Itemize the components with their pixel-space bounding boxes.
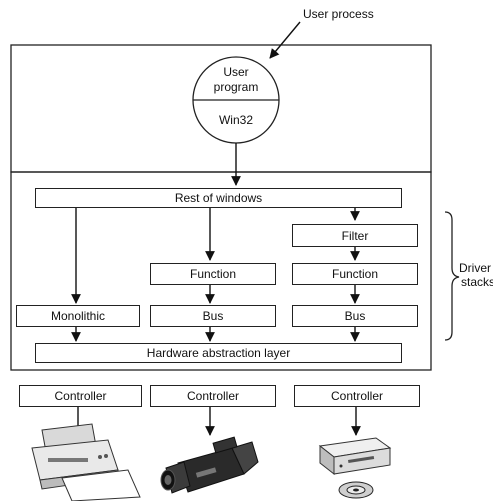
rest-of-windows-label: Rest of windows xyxy=(174,191,263,205)
function-mid-label: Function xyxy=(189,267,237,281)
rest-of-windows-box: Rest of windows xyxy=(35,188,402,208)
controller-left-box: Controller xyxy=(19,385,142,407)
hardware-abstraction-layer-box: Hardware abstraction layer xyxy=(35,343,402,363)
monolithic-box: Monolithic xyxy=(16,305,140,327)
filter-box: Filter xyxy=(292,224,418,247)
driver-stacks-label-line2: stacks xyxy=(461,275,493,289)
function-mid-box: Function xyxy=(150,263,276,285)
controller-left-label: Controller xyxy=(54,389,107,403)
monolithic-label: Monolithic xyxy=(50,309,106,323)
driver-stacks-label-line1: Driver xyxy=(459,261,491,275)
bus-right-box: Bus xyxy=(292,305,418,327)
bus-mid-label: Bus xyxy=(202,309,224,323)
printer-icon xyxy=(31,423,141,501)
hal-label: Hardware abstraction layer xyxy=(146,346,291,360)
function-right-label: Function xyxy=(331,267,379,281)
user-process-arrow xyxy=(269,21,301,59)
user-program-label-line2: program xyxy=(213,80,259,94)
function-right-box: Function xyxy=(292,263,418,285)
user-process-label: User process xyxy=(303,7,374,21)
kernel-mode-frame xyxy=(10,171,432,371)
controller-mid-label: Controller xyxy=(186,389,240,403)
camcorder-icon xyxy=(160,436,259,494)
driver-stacks-brace xyxy=(444,211,460,341)
filter-label: Filter xyxy=(341,228,369,243)
disc-drive-icon xyxy=(318,437,392,499)
controller-mid-box: Controller xyxy=(150,385,276,407)
bus-mid-box: Bus xyxy=(150,305,276,327)
win32-label: Win32 xyxy=(218,113,253,127)
controller-right-box: Controller xyxy=(294,385,420,407)
bus-right-label: Bus xyxy=(344,309,366,323)
controller-right-label: Controller xyxy=(330,389,384,403)
user-program-label-line1: User xyxy=(223,65,249,79)
